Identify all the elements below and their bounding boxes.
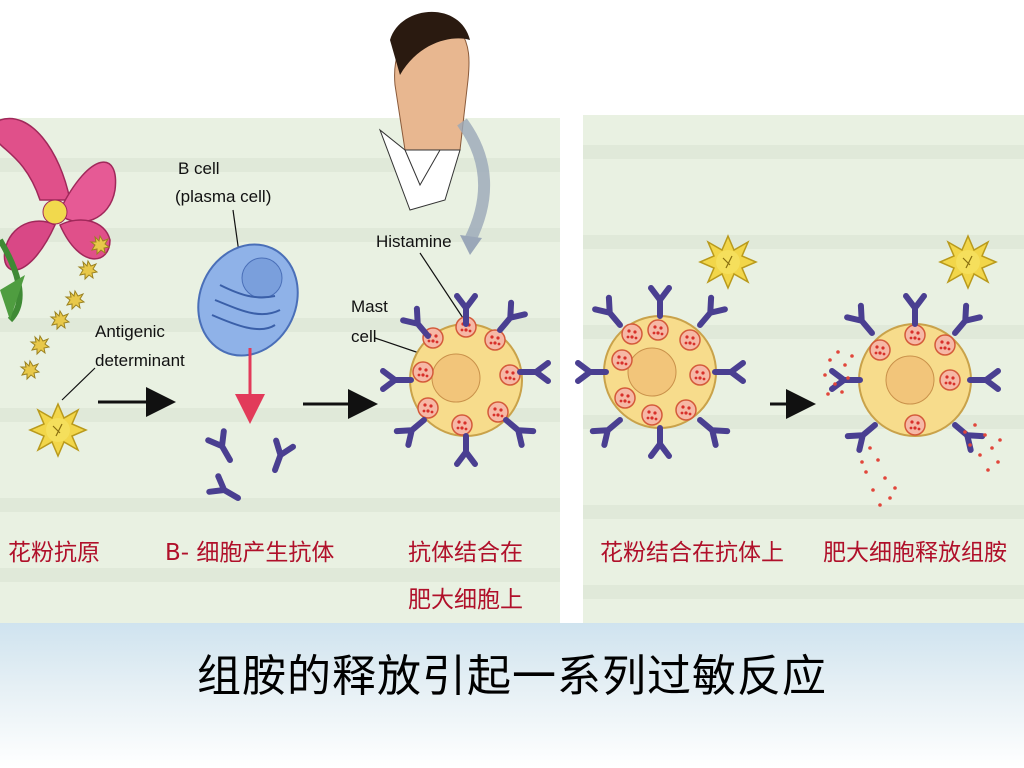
caption-antibody-bind-line2: 肥大细胞上 xyxy=(408,587,523,613)
pollen-bound-to-antibody xyxy=(699,235,757,289)
mast-label-line2: cell xyxy=(351,327,377,346)
mast-cell-with-pollen xyxy=(578,288,743,456)
mast-label-line1: Mast xyxy=(351,297,388,316)
pollen-grain-antigen xyxy=(29,403,87,457)
caption-bcell-produce: B- 细胞产生抗体 xyxy=(165,540,334,566)
histamine-label: Histamine xyxy=(376,232,452,251)
main-caption: 组胺的释放引起一系列过敏反应 xyxy=(197,651,827,702)
bcell-label-line1: B cell xyxy=(178,159,220,178)
caption-pollen-antigen: 花粉抗原 xyxy=(8,540,100,566)
antigenic-label-line1: Antigenic xyxy=(95,322,165,341)
caption-antibody-bind-line1: 抗体结合在 xyxy=(408,540,523,566)
caption-mast-release: 肥大细胞释放组胺 xyxy=(823,540,1007,566)
caption-pollen-bind: 花粉结合在抗体上 xyxy=(600,540,784,566)
flower-illustration xyxy=(0,117,117,323)
mast-cell-releasing-histamine xyxy=(832,296,998,450)
pollen-bound-second xyxy=(939,235,997,289)
bcell-label-line2: (plasma cell) xyxy=(175,187,271,206)
bcell-illustration xyxy=(197,243,299,357)
caption-band xyxy=(0,623,1024,768)
person-illustration xyxy=(378,11,470,211)
histamine-release-dots xyxy=(823,350,1002,507)
mast-cell-with-antibodies xyxy=(383,296,548,464)
antigenic-label-line2: determinant xyxy=(95,351,185,370)
